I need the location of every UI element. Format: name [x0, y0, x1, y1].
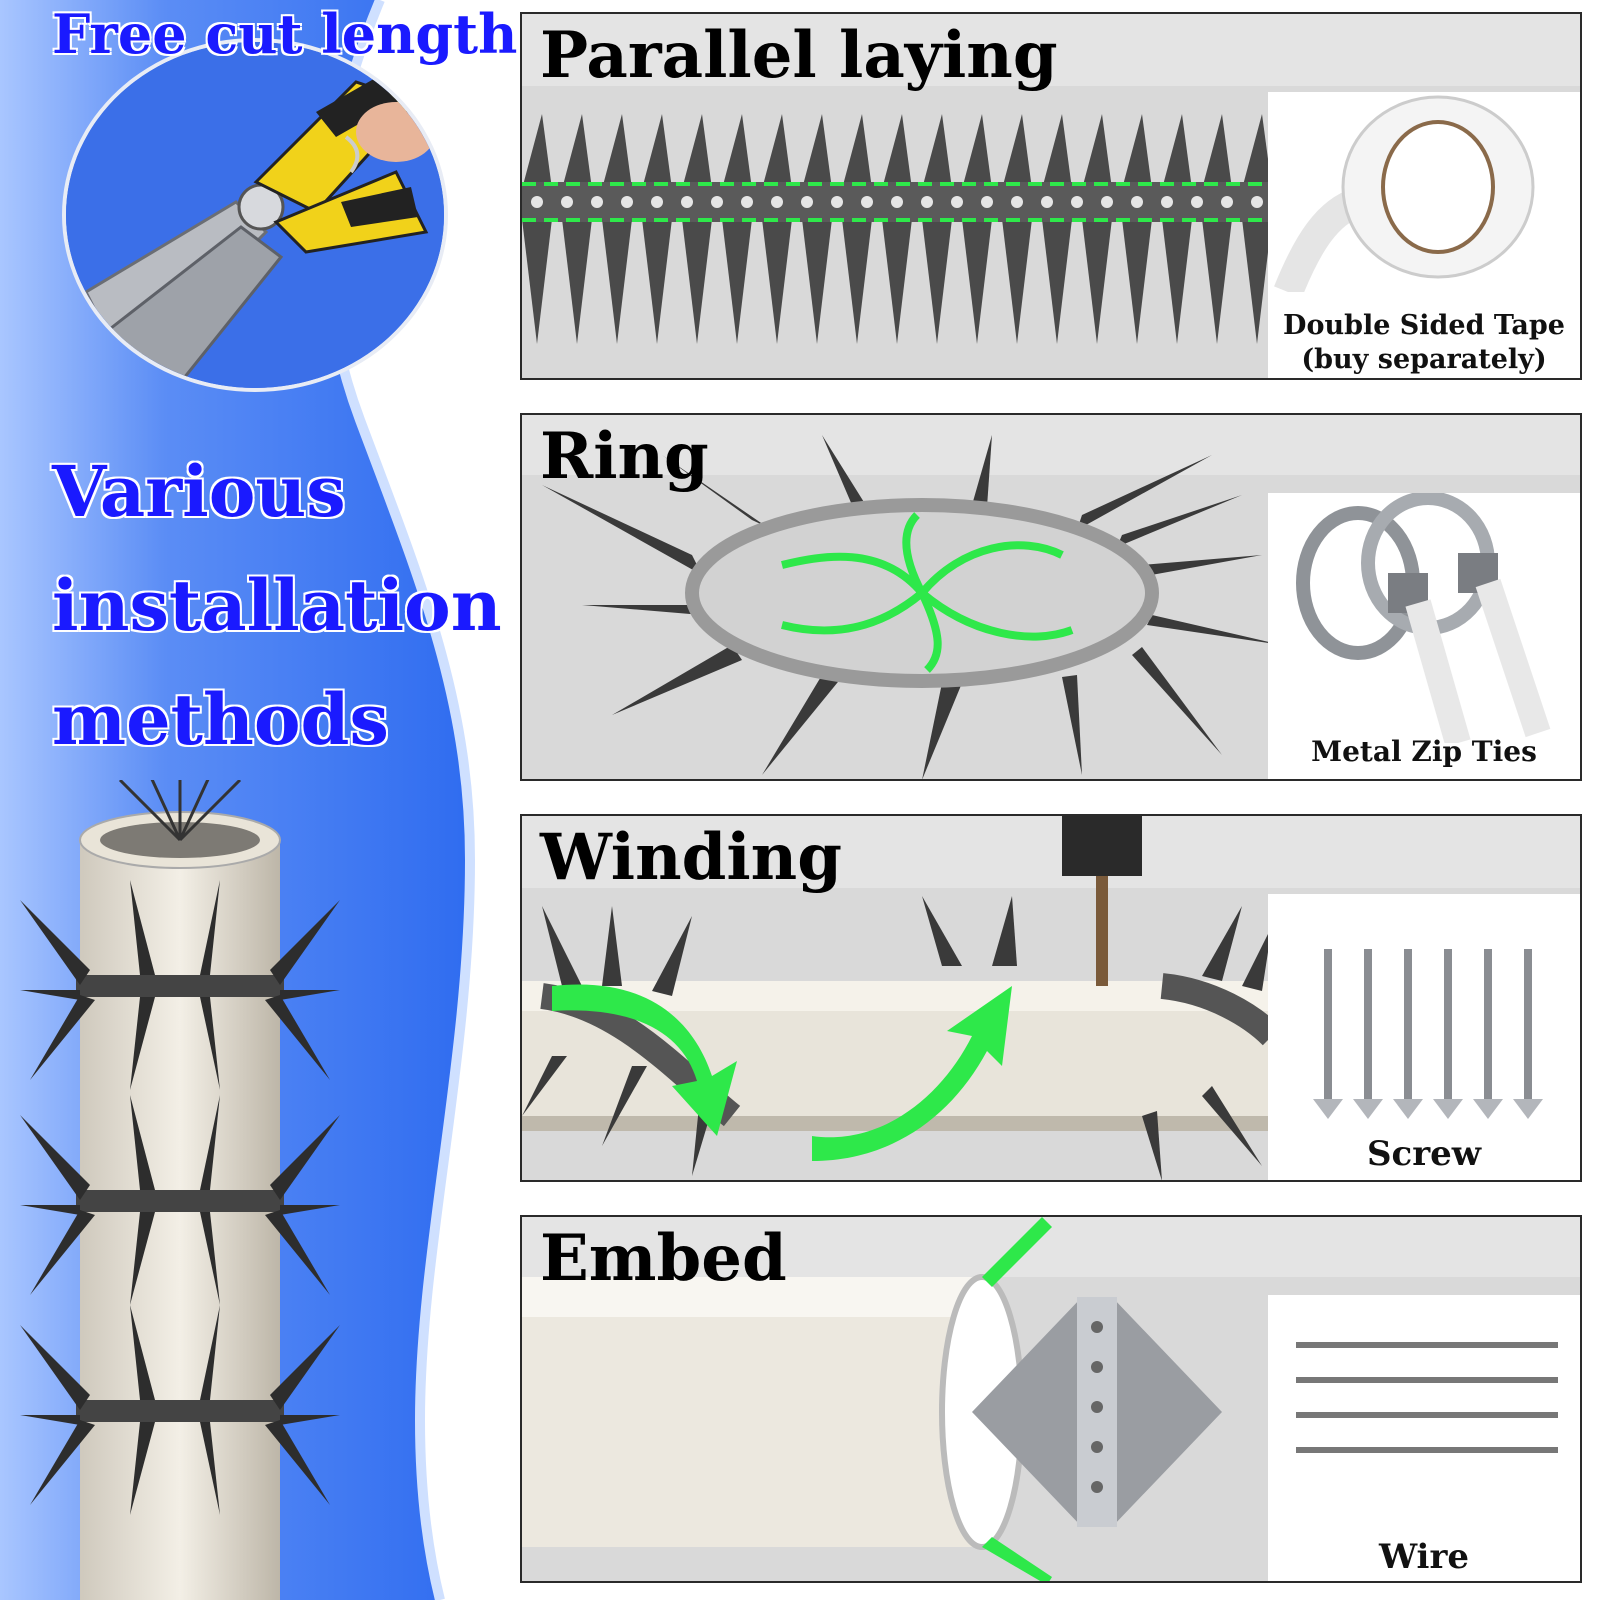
- wire-icon: [1296, 1342, 1558, 1453]
- panel-embed: Embed Wire: [520, 1215, 1582, 1583]
- accessory-label: Double Sided Tape: [1283, 310, 1565, 341]
- panel-title: Embed: [540, 1221, 787, 1296]
- scissors-cutting-photo: [62, 38, 448, 392]
- panel-winding: Winding Screw: [520, 814, 1582, 1182]
- panel-title: Ring: [540, 419, 709, 494]
- tape-roll-icon: [1274, 95, 1535, 298]
- parallel-spike-strip-photo: [522, 14, 1580, 344]
- spiked-pipe-illustration: [20, 780, 340, 1600]
- headline-line-2: installation: [52, 564, 502, 647]
- accessory-label: Screw: [1366, 1134, 1482, 1174]
- accessory-metal-zip-ties: Metal Zip Ties: [1268, 491, 1580, 779]
- accessory-screws: Screw: [1268, 894, 1580, 1180]
- accessory-label: Metal Zip Ties: [1311, 735, 1537, 768]
- accessory-wire: Wire: [1268, 1295, 1580, 1581]
- headline-line-3: methods: [52, 678, 389, 761]
- panel-ring: Ring Metal Zip Ties: [520, 413, 1582, 781]
- accessory-label: Wire: [1378, 1537, 1470, 1577]
- scissors-icon: [66, 42, 444, 388]
- winding-pipe-photo: [522, 816, 1580, 1180]
- embed-pipe-photo: [522, 1217, 1580, 1581]
- panel-title: Parallel laying: [540, 18, 1058, 93]
- installation-methods-headline: Various installation methods: [52, 435, 502, 777]
- accessory-sublabel: (buy separately): [1301, 344, 1547, 375]
- panel-parallel-laying: Parallel laying Double Sided Tape (buy s…: [520, 12, 1582, 380]
- free-cut-length-headline: Free cut length: [52, 2, 518, 66]
- screw-icon: [1313, 949, 1543, 1119]
- ring-spike-photo: [522, 415, 1580, 779]
- panel-title: Winding: [540, 820, 842, 895]
- accessory-double-sided-tape: Double Sided Tape (buy separately): [1268, 92, 1580, 378]
- zip-tie-icon: [1296, 491, 1551, 747]
- headline-line-1: Various: [52, 450, 346, 533]
